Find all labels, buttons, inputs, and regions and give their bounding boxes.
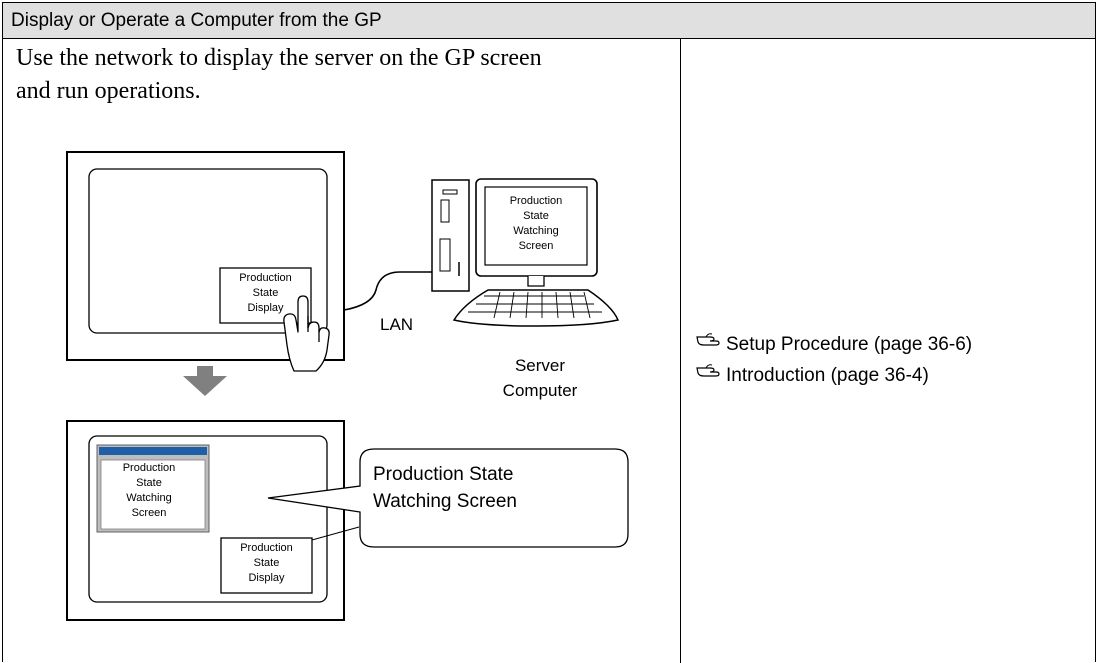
svg-text:State: State — [253, 287, 279, 299]
column-divider — [680, 39, 681, 663]
svg-text:Production: Production — [240, 542, 293, 554]
touch-hand-icon — [283, 295, 330, 372]
window-line-4: Screen — [132, 507, 167, 519]
gp-bottom-display-box: Production State Display — [220, 537, 313, 594]
watching-screen-window: Production State Watching Screen — [96, 444, 210, 533]
server-screen-line-4: Screen — [519, 240, 554, 252]
window-line-1: Production — [123, 462, 176, 474]
gp-bottom-display-line-3: Display — [248, 572, 285, 584]
svg-text:State: State — [254, 557, 280, 569]
pointing-hand-icon — [696, 333, 720, 346]
description-line-2: and run operations. — [16, 78, 201, 104]
reference-text[interactable]: Introduction (page 36-4) — [726, 365, 929, 386]
svg-text:State: State — [523, 210, 549, 222]
reference-setup-procedure[interactable]: Setup Procedure (page 36-6) — [696, 333, 973, 365]
gp-bottom-display-line-1: Production — [240, 542, 293, 554]
svg-text:Screen: Screen — [519, 240, 554, 252]
down-arrow-icon — [183, 366, 227, 396]
description: Use the network to display the server on… — [16, 42, 666, 108]
server-screen-line-3: Watching — [513, 225, 558, 237]
reference-text[interactable]: Setup Procedure (page 36-6) — [726, 334, 973, 355]
svg-text:Watching: Watching — [126, 492, 171, 504]
svg-text:Watching Screen: Watching Screen — [373, 491, 517, 512]
server-label-line-2: Computer — [503, 381, 578, 400]
server-label-line-1: Server — [515, 356, 565, 375]
gp-top-display-line-3: Display — [247, 302, 284, 314]
gp-top-display-line-2: State — [253, 287, 279, 299]
server-monitor — [475, 178, 598, 287]
table-header: Display or Operate a Computer from the G… — [3, 3, 1095, 39]
svg-text:Display: Display — [247, 302, 284, 314]
svg-text:Production State: Production State — [373, 464, 513, 485]
gp-bottom-display-line-2: State — [254, 557, 280, 569]
svg-text:Production: Production — [510, 195, 563, 207]
reference-introduction[interactable]: Introduction (page 36-4) — [696, 364, 972, 396]
window-line-2: State — [136, 477, 162, 489]
keyboard-icon — [452, 289, 620, 327]
server-screen-line-2: State — [523, 210, 549, 222]
server-screen-text: Production State Watching Screen — [510, 195, 563, 252]
description-line-1: Use the network to display the server on… — [16, 45, 542, 71]
gp-top-display-box: Production State Display — [219, 267, 312, 324]
svg-text:State: State — [136, 477, 162, 489]
callout-line-2: Watching Screen — [373, 491, 517, 512]
gp-top-display-line-1: Production — [239, 272, 292, 284]
svg-text:Computer: Computer — [503, 381, 578, 400]
pointing-hand-icon — [696, 364, 720, 377]
reference-list: Setup Procedure (page 36-6) Introduction… — [696, 333, 973, 396]
svg-text:Display: Display — [248, 572, 285, 584]
lan-cable — [343, 271, 434, 311]
svg-text:Production: Production — [123, 462, 176, 474]
svg-text:Server: Server — [515, 356, 565, 375]
server-tower — [431, 179, 470, 292]
svg-text:Production: Production — [239, 272, 292, 284]
svg-text:Watching: Watching — [513, 225, 558, 237]
callout-line-1: Production State — [373, 464, 513, 485]
lan-label: LAN — [380, 315, 413, 334]
window-line-3: Watching — [126, 492, 171, 504]
callout-bubble: Production State Watching Screen — [267, 448, 629, 548]
server-screen-line-1: Production — [510, 195, 563, 207]
svg-text:Screen: Screen — [132, 507, 167, 519]
